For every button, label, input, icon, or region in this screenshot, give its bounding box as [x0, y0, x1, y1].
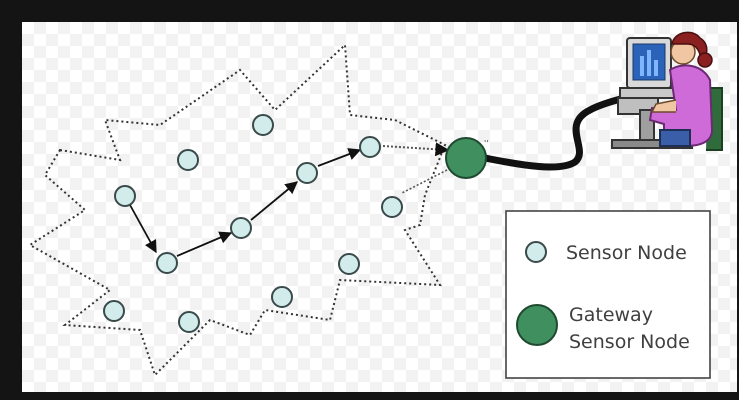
gateway-node	[445, 137, 487, 179]
route-arrow-2	[176, 231, 233, 257]
sensor-node	[359, 136, 381, 158]
legend-box	[505, 210, 711, 379]
route-arrow-5	[382, 142, 450, 157]
route-arrow-4	[317, 148, 362, 167]
sensor-node	[177, 149, 199, 171]
sensor-nodes	[103, 114, 403, 333]
routing-path	[129, 142, 450, 257]
computer-user-icon	[611, 31, 723, 151]
legend-gateway-label-line2: Sensor Node	[569, 331, 690, 353]
sensor-node	[156, 252, 178, 274]
legend: Sensor Node Gateway Sensor Node	[505, 210, 711, 379]
diagram-canvas	[22, 22, 737, 392]
network-boundary	[28, 42, 447, 377]
legend-gateway-icon	[516, 304, 558, 346]
sensor-node	[252, 114, 274, 136]
route-arrow-3	[250, 181, 298, 221]
sensor-node	[103, 300, 125, 322]
legend-sensor-label: Sensor Node	[566, 242, 687, 264]
sensor-node	[178, 311, 200, 333]
sensor-node	[338, 253, 360, 275]
sensor-node	[296, 162, 318, 184]
gateway-antenna-mark: ''	[484, 139, 488, 148]
legend-sensor-icon	[525, 241, 547, 263]
sensor-node	[230, 217, 252, 239]
route-arrow-1	[129, 204, 157, 254]
sensor-node	[271, 286, 293, 308]
legend-gateway-label-line1: Gateway	[569, 304, 653, 326]
sensor-node	[381, 196, 403, 218]
sensor-node	[114, 185, 136, 207]
gateway-cable	[481, 92, 634, 171]
gateway-link	[401, 169, 448, 194]
